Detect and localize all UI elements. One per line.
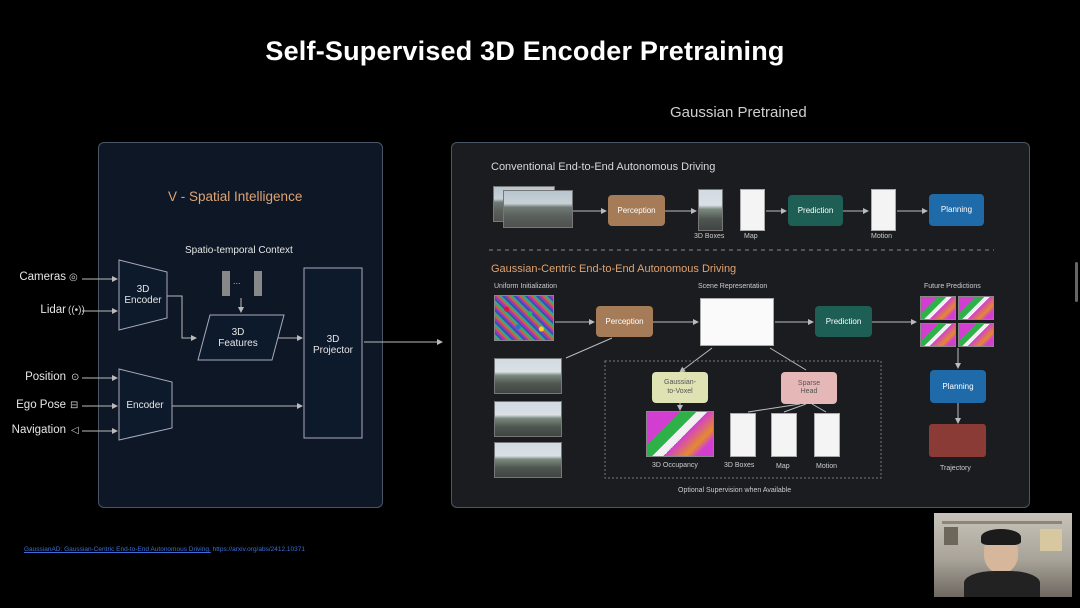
encoder: Encoder	[126, 400, 164, 412]
camera-frame-3	[494, 442, 562, 478]
3d-occupancy-image	[646, 411, 714, 457]
camera-icon: ◎	[69, 272, 78, 283]
conv-perception-box: Perception	[608, 195, 665, 226]
uniform-init-label: Uniform Initialization	[494, 283, 558, 290]
camera-image-stack-front	[503, 190, 573, 228]
conv-motion-label: Motion	[871, 233, 893, 240]
sparse-head-box: Sparse Head	[781, 372, 837, 404]
input-ego-pose: Ego Pose	[16, 399, 66, 411]
3d-encoder: 3D Encoder	[124, 283, 162, 307]
footnote: GaussianAD: Gaussian-Centric End-to-End …	[24, 546, 305, 553]
conventional-title: Conventional End-to-End Autonomous Drivi…	[491, 161, 716, 173]
scene-representation-image	[700, 298, 774, 346]
map-label: Map	[776, 463, 790, 470]
3d-boxes-image	[730, 413, 756, 457]
scene-rep-label: Scene Representation	[698, 283, 768, 290]
conv-map-thumb	[740, 189, 765, 231]
lidar-icon: ((•))	[68, 305, 85, 316]
context-dots: ...	[233, 276, 241, 286]
gaussian-to-voxel-box: Gaussian- to-Voxel	[652, 372, 708, 403]
gauss-planning-box: Planning	[930, 370, 986, 403]
future-pred-label: Future Predictions	[924, 283, 981, 290]
conv-3d-boxes-thumb	[698, 189, 723, 231]
paper-link[interactable]: GaussianAD: Gaussian-Centric End-to-End …	[24, 546, 211, 553]
input-position: Position	[25, 371, 66, 383]
boxes-label: 3D Boxes	[724, 462, 755, 469]
conv-3d-boxes-label: 3D Boxes	[694, 233, 725, 240]
camera-frame-2	[494, 401, 562, 437]
input-lidar: Lidar	[40, 304, 66, 316]
right-header: Gaussian Pretrained	[670, 104, 807, 121]
presenter-webcam	[934, 513, 1072, 597]
slide-title: Self-Supervised 3D Encoder Pretraining	[265, 36, 785, 66]
trajectory-image	[929, 424, 986, 457]
context-label: Spatio-temporal Context	[185, 245, 293, 256]
trajectory-label: Trajectory	[940, 465, 971, 472]
camera-frame-1	[494, 358, 562, 394]
conv-planning-box: Planning	[929, 194, 984, 226]
optional-supervision-label: Optional Supervision when Available	[678, 487, 792, 494]
input-navigation: Navigation	[11, 424, 66, 436]
motion-label: Motion	[816, 463, 838, 470]
gaussian-title: Gaussian-Centric End-to-End Autonomous D…	[491, 263, 737, 275]
future-pred-image-3	[920, 323, 956, 347]
occupancy-label: 3D Occupancy	[652, 462, 698, 469]
conv-motion-thumb	[871, 189, 896, 231]
paper-url: https://arxiv.org/abs/2412.10371	[212, 546, 305, 553]
input-cameras: Cameras	[19, 271, 66, 283]
motion-image	[814, 413, 840, 457]
location-pin-icon: ⊙	[71, 372, 80, 383]
conv-prediction-box: Prediction	[788, 195, 843, 226]
navigation-arrow-icon: ◁	[71, 425, 79, 436]
conv-map-label: Map	[744, 233, 758, 240]
future-pred-image-2	[958, 296, 994, 320]
gauss-perception-box: Perception	[596, 306, 653, 337]
future-pred-image-1	[920, 296, 956, 320]
scrollbar[interactable]	[1075, 262, 1078, 302]
3d-projector: 3D Projector	[312, 333, 353, 357]
spatial-intelligence-title: V - Spatial Intelligence	[168, 189, 303, 204]
3d-features: 3D Features	[218, 326, 258, 350]
car-icon: ⊟	[70, 400, 79, 411]
future-pred-image-4	[958, 323, 994, 347]
map-image	[771, 413, 797, 457]
gauss-prediction-box: Prediction	[815, 306, 872, 337]
uniform-init-image	[494, 295, 554, 341]
